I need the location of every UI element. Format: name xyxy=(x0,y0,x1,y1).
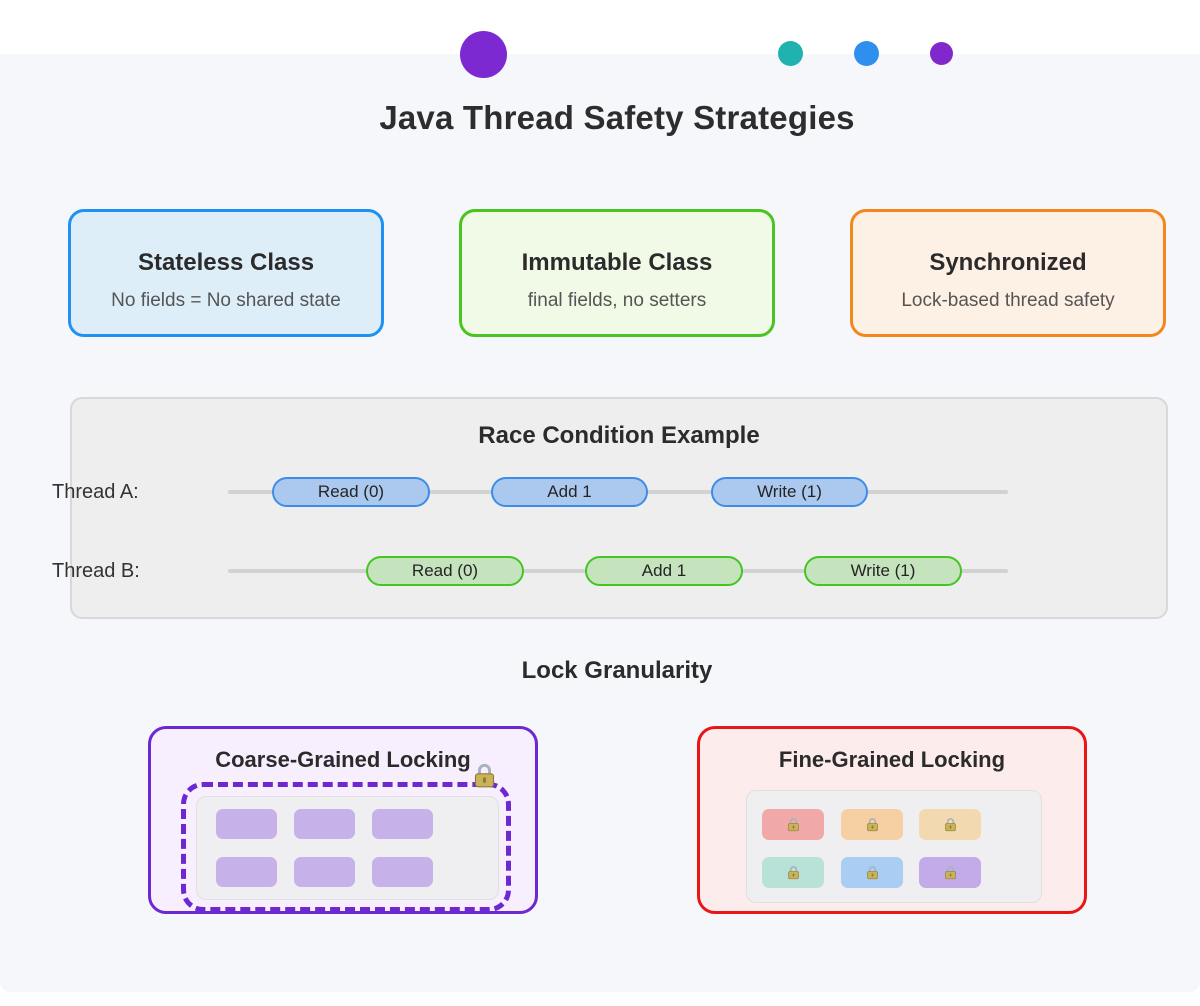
fine-grained-title: Fine-Grained Locking xyxy=(778,747,1006,772)
thread-a-label: Thread A: xyxy=(52,481,139,503)
card-title: Stateless Class xyxy=(137,248,315,276)
data-cell-locked xyxy=(841,809,903,840)
card-stateless-class: Stateless Class No fields = No shared st… xyxy=(68,209,384,337)
thread-a-step-add: Add 1 xyxy=(491,477,648,507)
card-subtitle: final fields, no setters xyxy=(527,289,707,311)
lock-icon xyxy=(787,818,799,832)
fine-data-panel xyxy=(746,790,1042,903)
data-cell xyxy=(294,809,355,839)
page-title: Java Thread Safety Strategies xyxy=(379,99,855,136)
data-cell xyxy=(294,857,355,887)
thread-b-step-add: Add 1 xyxy=(585,556,743,586)
data-cell-locked xyxy=(919,857,981,888)
decorative-dot-small-purple xyxy=(930,42,953,65)
card-synchronized: Synchronized Lock-based thread safety xyxy=(850,209,1166,337)
lock-icon xyxy=(787,866,799,880)
data-cell xyxy=(216,809,277,839)
data-cell xyxy=(372,809,433,839)
data-cell-locked xyxy=(919,809,981,840)
thread-b-step-read: Read (0) xyxy=(366,556,524,586)
card-title: Immutable Class xyxy=(521,248,713,276)
lock-icon xyxy=(474,763,495,789)
coarse-grained-title: Coarse-Grained Locking xyxy=(215,747,471,772)
coarse-data-panel xyxy=(196,796,499,900)
decorative-dot-blue xyxy=(854,41,879,66)
data-cell-locked xyxy=(841,857,903,888)
coarse-grained-locking-box: Coarse-Grained Locking xyxy=(148,726,538,914)
card-immutable-class: Immutable Class final fields, no setters xyxy=(459,209,775,337)
card-subtitle: Lock-based thread safety xyxy=(901,289,1115,311)
lock-icon xyxy=(944,866,956,880)
card-title: Synchronized xyxy=(929,248,1087,276)
thread-b-step-write: Write (1) xyxy=(804,556,962,586)
lock-icon xyxy=(866,866,878,880)
decorative-dot-large-purple xyxy=(460,31,507,78)
data-cell-locked xyxy=(762,809,824,840)
data-cell xyxy=(216,857,277,887)
card-subtitle: No fields = No shared state xyxy=(111,289,341,311)
decorative-dot-teal xyxy=(778,41,803,66)
lock-icon xyxy=(944,818,956,832)
lock-granularity-title: Lock Granularity xyxy=(521,657,713,684)
data-cell xyxy=(372,857,433,887)
thread-a-step-write: Write (1) xyxy=(711,477,868,507)
data-cell-locked xyxy=(762,857,824,888)
coarse-lock-boundary xyxy=(181,782,511,912)
lock-icon xyxy=(866,818,878,832)
thread-a-step-read: Read (0) xyxy=(272,477,430,507)
thread-b-label: Thread B: xyxy=(52,560,140,582)
race-condition-title: Race Condition Example xyxy=(478,422,760,449)
fine-grained-locking-box: Fine-Grained Locking xyxy=(697,726,1087,914)
